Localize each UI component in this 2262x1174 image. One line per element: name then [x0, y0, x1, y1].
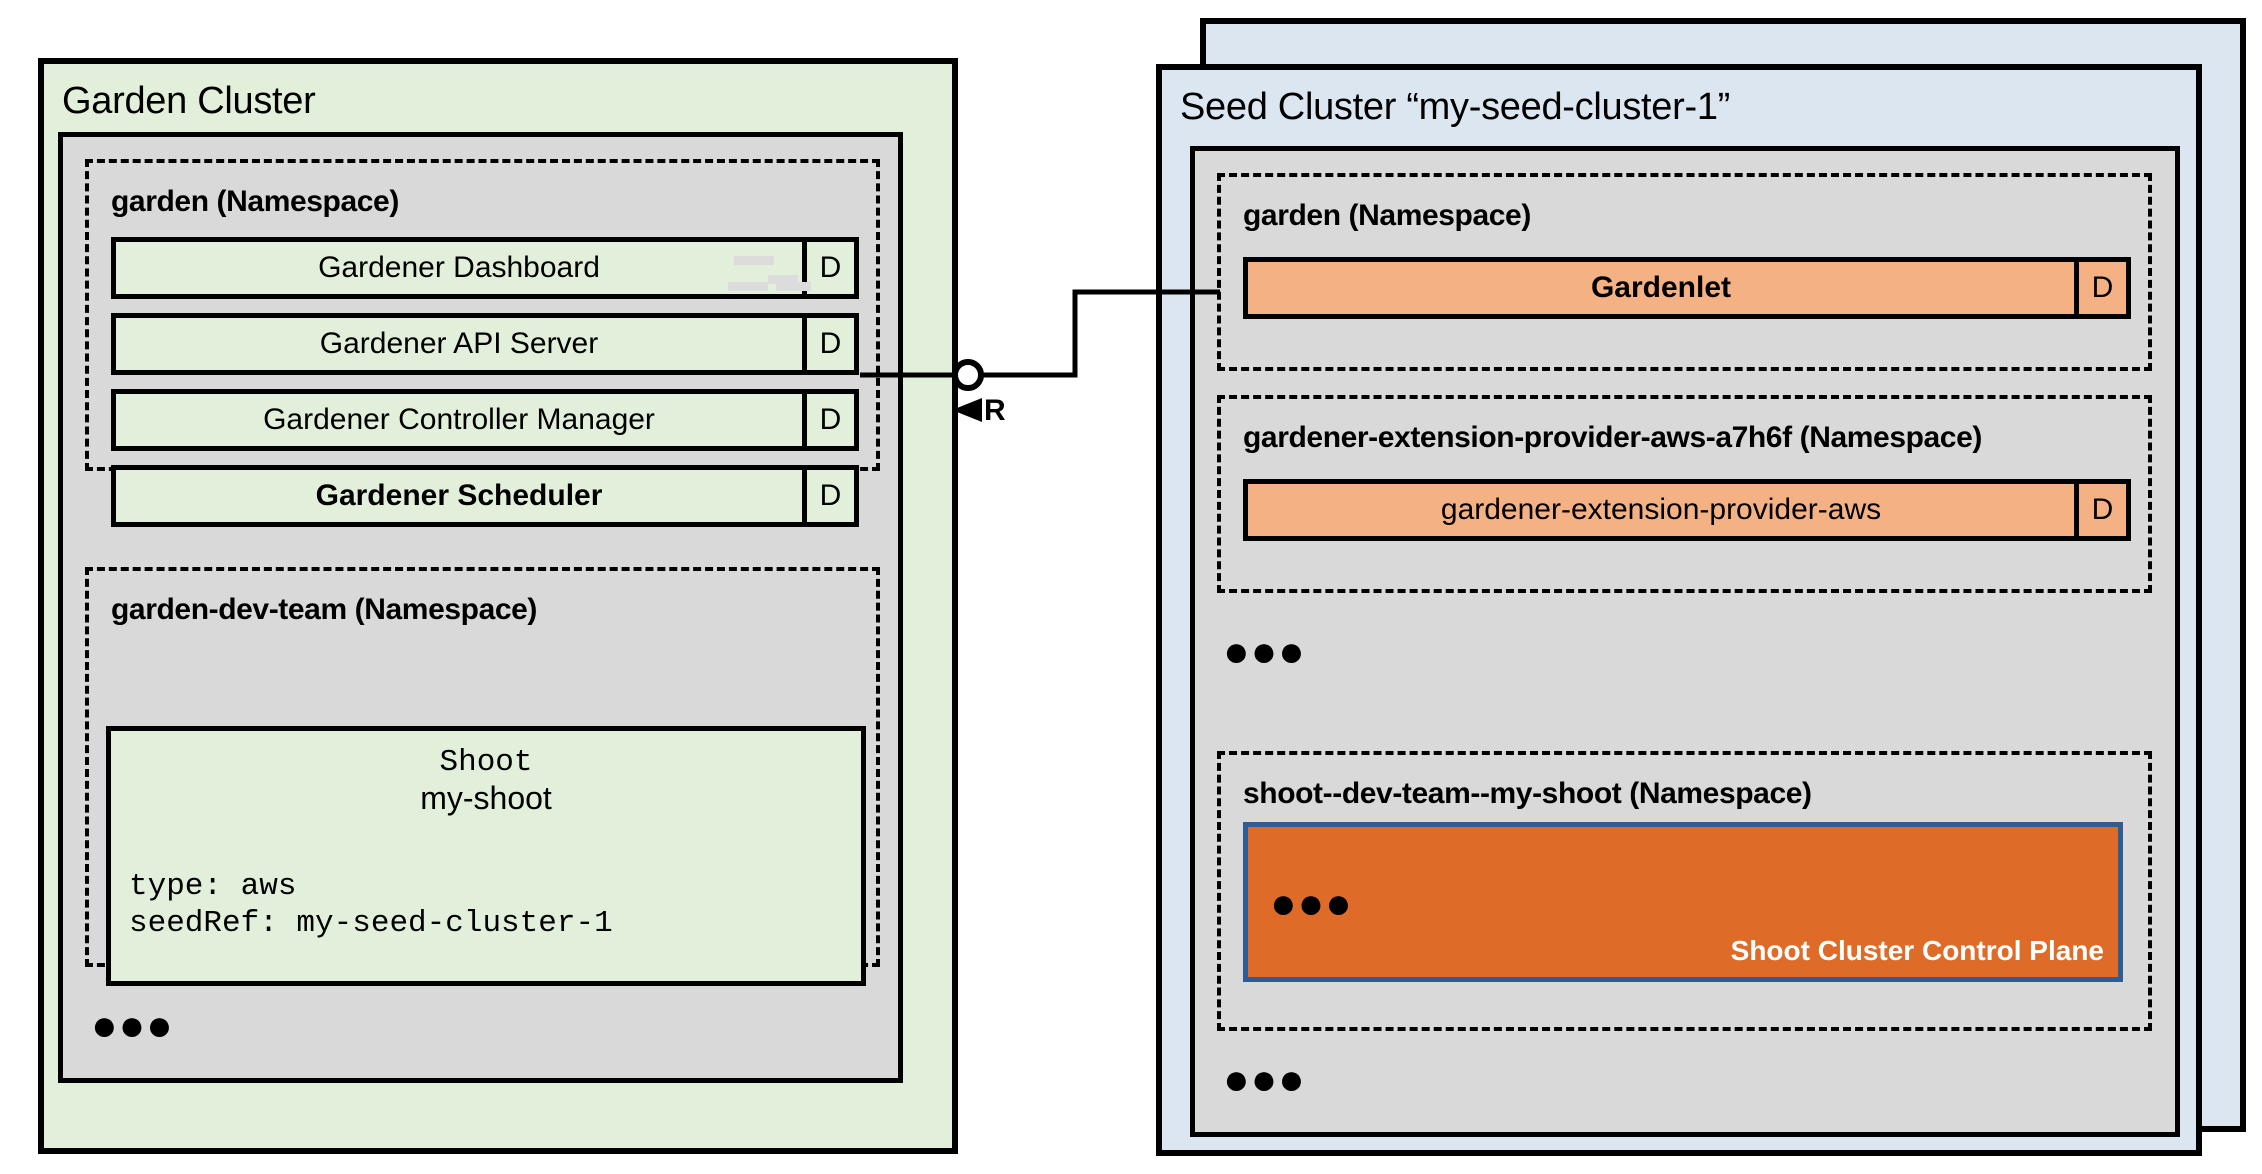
connector-arrowhead-icon [952, 398, 982, 422]
garden-more-indicator: ●●● [91, 1001, 174, 1050]
seed-namespace-extension-provider-aws: gardener-extension-provider-aws-a7h6f (N… [1217, 395, 2152, 593]
deployment-badge: D [2074, 262, 2126, 314]
connector-api-server-to-gardenlet: R [860, 289, 1220, 427]
deployment-badge: D [2074, 484, 2126, 536]
component-label: Gardener API Server [116, 318, 802, 370]
component-gardenlet[interactable]: Gardenlet D [1243, 257, 2131, 319]
shoot-name-label: my-shoot [420, 780, 552, 816]
garden-namespace-garden: garden (Namespace) Gardener Dashboard D … [85, 159, 880, 527]
placeholder-mark [768, 275, 798, 284]
seed-more-indicator-bottom: ●●● [1223, 1055, 1306, 1104]
component-label: Gardenlet [1248, 262, 2074, 314]
component-label-text: Gardener Dashboard [318, 251, 600, 284]
component-gardener-dashboard[interactable]: Gardener Dashboard D [111, 237, 859, 299]
component-gardener-extension-provider-aws[interactable]: gardener-extension-provider-aws D [1243, 479, 2131, 541]
shoot-cluster-control-plane[interactable]: ●●● Shoot Cluster Control Plane [1243, 822, 2123, 982]
deployment-badge: D [802, 394, 854, 446]
seed-cluster-inner-area: garden (Namespace) Gardenlet D gardener-… [1190, 146, 2180, 1137]
control-plane-more-indicator: ●●● [1270, 879, 1353, 928]
component-label: Gardener Scheduler [116, 470, 802, 522]
seed-cluster-title: Seed Cluster “my-seed-cluster-1” [1180, 86, 1731, 128]
component-label: gardener-extension-provider-aws [1248, 484, 2074, 536]
placeholder-mark [734, 256, 774, 265]
shoot-field-seedref: seedRef: my-seed-cluster-1 [129, 906, 613, 941]
deployment-badge: D [802, 470, 854, 522]
deployment-badge: D [802, 318, 854, 370]
seed-more-indicator-mid: ●●● [1223, 627, 1306, 676]
connector-socket-icon [952, 359, 984, 391]
namespace-title: shoot--dev-team--my-shoot (Namespace) [1243, 777, 1812, 810]
namespace-title: garden (Namespace) [1243, 199, 1531, 232]
component-gardener-scheduler[interactable]: Gardener Scheduler D [111, 465, 859, 527]
placeholder-mark [776, 282, 811, 291]
component-gardener-controller-manager[interactable]: Gardener Controller Manager D [111, 389, 859, 451]
namespace-title: garden (Namespace) [111, 185, 399, 218]
namespace-title: garden-dev-team (Namespace) [111, 593, 538, 626]
namespace-title: gardener-extension-provider-aws-a7h6f (N… [1243, 421, 1982, 454]
component-label: Gardener Dashboard [116, 242, 811, 294]
component-label: Gardener Controller Manager [116, 394, 802, 446]
component-gardener-api-server[interactable]: Gardener API Server D [111, 313, 859, 375]
connector-line-right [982, 289, 1220, 378]
connector-label: R [984, 394, 1006, 427]
placeholder-mark [728, 282, 768, 291]
shoot-field-type: type: aws [129, 869, 297, 904]
control-plane-label: Shoot Cluster Control Plane [1730, 935, 2104, 966]
garden-cluster-title: Garden Cluster [62, 80, 316, 122]
shoot-kind-label: Shoot [439, 745, 533, 780]
seed-namespace-garden: garden (Namespace) Gardenlet D [1217, 173, 2152, 371]
shoot-resource-box[interactable]: Shoot my-shoot type: aws seedRef: my-see… [106, 726, 866, 986]
